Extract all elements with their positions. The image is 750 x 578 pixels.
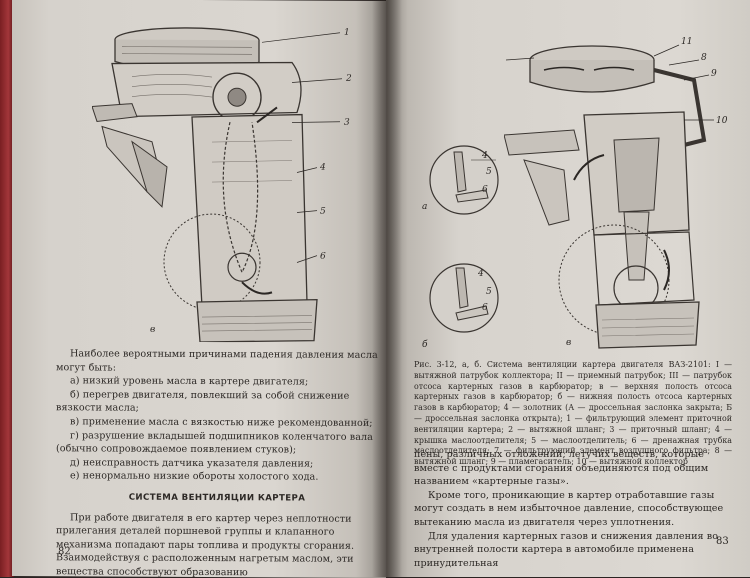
cause-item: в) применение масла с вязкостью ниже рек… [70, 416, 373, 429]
callout-1: 1 [344, 28, 350, 38]
right-page: 4 5 6 а 4 5 6 б [386, 0, 750, 577]
cause-item: е) ненормально низкие обороты холостого … [70, 470, 319, 483]
figure-label-a: а [422, 202, 428, 212]
book-cover-edge [0, 0, 14, 577]
callout-10: 10 [716, 116, 728, 126]
callout-9: 9 [711, 69, 717, 79]
section-paragraph: При работе двигателя в его картер через … [56, 511, 355, 578]
cause-item: б) перегрев двигателя, повлекший за собо… [56, 389, 350, 415]
causes-intro: Наиболее вероятными причинами падения да… [56, 348, 378, 374]
engine-figure-left: 1 2 3 4 5 6 в [92, 21, 372, 343]
page-number-right: 83 [716, 536, 729, 547]
section-heading: СИСТЕМА ВЕНТИЛЯЦИИ КАРТЕРА [128, 492, 306, 504]
callout-5: 5 [320, 207, 326, 217]
paragraph-pressure: Кроме того, проникающие в картер отработ… [414, 489, 724, 528]
callout-3: 3 [344, 118, 350, 128]
left-page: 1 2 3 4 5 6 в Наиболее вероятными причин… [12, 0, 386, 578]
inset-callout: 6 [482, 303, 488, 313]
inset-callout: 5 [486, 167, 492, 177]
callout-8: 8 [701, 53, 707, 63]
callout-6: 6 [320, 252, 326, 262]
inset-callout: 6 [482, 185, 488, 195]
figure-label-v-right: в [566, 338, 572, 348]
paragraph-ventilation: Для удаления картерных газов и снижения … [414, 530, 719, 569]
left-text-block: Наиболее вероятными причинами падения да… [56, 347, 378, 578]
inset-figure-b: 4 5 6 [426, 258, 506, 338]
cause-item: а) низкий уровень масла в картере двигат… [70, 375, 309, 388]
inset-callout: 4 [477, 269, 484, 279]
inset-callout: 4 [481, 151, 488, 161]
callout-2: 2 [345, 74, 352, 84]
engine-drawing: 1 2 3 4 5 6 в [92, 27, 352, 343]
callout-11: 11 [681, 37, 692, 47]
figure-label-b: б [422, 340, 428, 350]
figure-label-v: в [150, 325, 155, 335]
inset-callout: 5 [486, 287, 492, 297]
paragraph-continued: пены, различных отложений, летучих вещес… [414, 449, 709, 488]
right-text-block: пены, различных отложений, летучих вещес… [414, 448, 732, 570]
cause-item: г) разрушение вкладышей подшипников коле… [56, 429, 373, 456]
callout-4: 4 [319, 163, 326, 173]
figure-caption: Рис. 3-12, а, б. Система вентиляции карт… [414, 360, 732, 467]
engine-figure-right: 7 11 8 9 10 [504, 20, 734, 350]
page-number-left: 82 [58, 546, 71, 558]
inset-figure-a: 4 5 6 [426, 140, 506, 220]
